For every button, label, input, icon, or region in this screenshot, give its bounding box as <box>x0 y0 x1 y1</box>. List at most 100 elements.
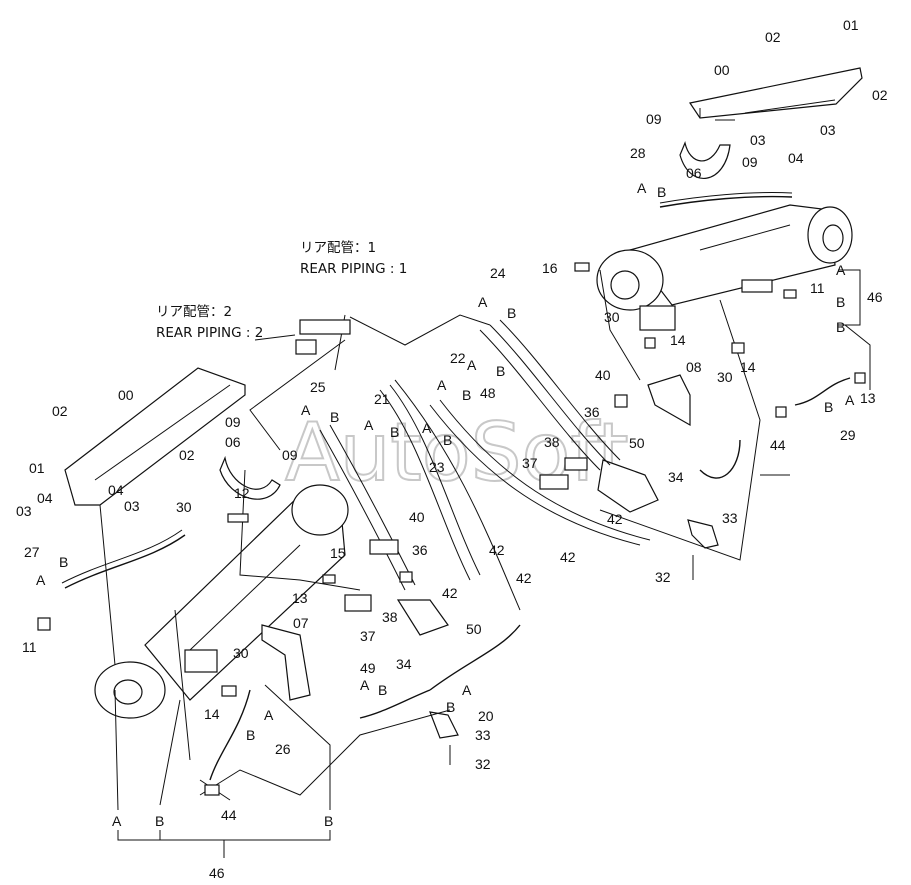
bracket-07-left <box>261 624 311 701</box>
part-label-l-09b: 09 <box>282 447 298 463</box>
part-label-r-33: 33 <box>722 510 738 526</box>
caption-rear-piping-2-en: REAR PIPING : 2 <box>156 325 263 341</box>
part-label-r-28: 28 <box>630 145 646 161</box>
part-label-r-08: 08 <box>686 359 702 375</box>
part-label-l-B26: B <box>246 727 255 743</box>
part-label-r-09b: 09 <box>742 154 758 170</box>
bracket-06-right <box>679 141 731 179</box>
hose-49 <box>359 689 431 719</box>
ref-frame-left <box>114 684 331 811</box>
part-label-r-22: 22 <box>450 350 466 366</box>
caption-rear-piping-1-jp: リア配管：1 <box>300 240 376 256</box>
part-label-r-09a: 09 <box>646 111 662 127</box>
part-label-r-14a: 14 <box>670 332 686 348</box>
bracket-06-left <box>219 455 281 500</box>
part-label-r-02a: 02 <box>765 29 781 45</box>
part-label-l-B20: B <box>446 699 455 715</box>
part-label-r-48: 48 <box>480 385 496 401</box>
part-label-r-B28: B <box>657 184 666 200</box>
part-label-r-42b: 42 <box>560 549 576 565</box>
part-label-r-29: 29 <box>840 427 856 443</box>
part-label-r-06: 06 <box>686 165 702 181</box>
hose-25 <box>319 429 406 591</box>
cylinder-left <box>94 484 349 719</box>
part-label-r-50: 50 <box>629 435 645 451</box>
part-label-r-14b: 14 <box>740 359 756 375</box>
part-label-l-14: 14 <box>204 706 220 722</box>
ref-frame-right <box>599 269 761 561</box>
part-label-r-24: 24 <box>490 265 506 281</box>
caption-rear-piping-1-en: REAR PIPING : 1 <box>300 261 407 277</box>
part-label-l-A20: A <box>462 682 472 698</box>
part-label-r-01: 01 <box>843 17 859 33</box>
part-label-r-03a: 03 <box>750 132 766 148</box>
part-label-l-42b: 42 <box>516 570 532 586</box>
part-label-r-B22: B <box>462 387 471 403</box>
hose-28 <box>659 195 793 208</box>
part-label-r-B46b: B <box>836 319 845 335</box>
part-label-r-B29: B <box>824 399 833 415</box>
part-label-l-02a: 02 <box>52 403 68 419</box>
bracket-08 <box>647 374 691 427</box>
part-label-r-16: 16 <box>542 260 558 276</box>
part-label-l-38: 38 <box>382 609 398 625</box>
part-label-l-03b: 03 <box>124 498 140 514</box>
cylinder-right <box>596 204 853 331</box>
fittings-right <box>539 262 866 490</box>
part-label-r-B46a: B <box>836 294 845 310</box>
part-label-r-A23: A <box>422 420 432 436</box>
part-label-l-A26: A <box>264 707 274 723</box>
part-label-r-A22: A <box>437 377 447 393</box>
part-label-r-30b: 30 <box>717 369 733 385</box>
part-label-l-34: 34 <box>396 656 412 672</box>
part-label-r-02b: 02 <box>872 87 888 103</box>
brace-46-left <box>117 830 331 841</box>
part-label-l-30b: 30 <box>233 645 249 661</box>
part-label-l-B49: B <box>378 682 387 698</box>
part-label-l-B21: B <box>390 424 399 440</box>
part-label-r-34: 34 <box>668 469 684 485</box>
part-label-l-07: 07 <box>293 615 309 631</box>
cover-left <box>64 367 246 506</box>
part-label-l-20: 20 <box>478 708 494 724</box>
clamp-50-right <box>597 459 659 513</box>
part-label-r-B23: B <box>443 432 452 448</box>
hose-34 <box>699 439 741 479</box>
part-label-r-A48: A <box>467 357 477 373</box>
part-label-l-26: 26 <box>275 741 291 757</box>
part-label-l-A27: A <box>36 572 46 588</box>
part-label-l-13: 13 <box>292 590 308 606</box>
part-label-l-27: 27 <box>24 544 40 560</box>
part-label-l-09a: 09 <box>225 414 241 430</box>
part-label-l-A46: A <box>112 813 122 829</box>
hose-24-a <box>479 329 601 471</box>
part-label-l-04a: 04 <box>37 490 53 506</box>
part-label-l-42c: 42 <box>442 585 458 601</box>
part-label-l-21: 21 <box>374 391 390 407</box>
part-label-r-A46: A <box>836 262 846 278</box>
part-label-r-03b: 03 <box>820 122 836 138</box>
part-label-l-44: 44 <box>221 807 237 823</box>
hose-21 <box>379 389 471 581</box>
part-label-r-A29: A <box>845 392 855 408</box>
part-label-r-B24: B <box>507 305 516 321</box>
part-label-l-42a: 42 <box>489 542 505 558</box>
part-label-l-33: 33 <box>475 727 491 743</box>
part-label-l-A25: A <box>301 402 311 418</box>
part-label-l-50: 50 <box>466 621 482 637</box>
part-label-r-A28: A <box>637 180 647 196</box>
part-label-r-36: 36 <box>584 404 600 420</box>
caption-rear-piping-2-jp: リア配管：2 <box>156 304 232 320</box>
part-label-r-46: 46 <box>867 289 883 305</box>
part-label-r-40: 40 <box>595 367 611 383</box>
part-label-l-49: 49 <box>360 660 376 676</box>
part-label-l-32: 32 <box>475 756 491 772</box>
part-label-r-23: 23 <box>429 459 445 475</box>
part-label-l-40: 40 <box>409 509 425 525</box>
cover-right <box>689 67 863 121</box>
part-label-l-12: 12 <box>234 485 250 501</box>
clamp-33-left <box>429 711 459 739</box>
part-label-r-30a: 30 <box>604 309 620 325</box>
part-label-r-B48: B <box>496 363 505 379</box>
